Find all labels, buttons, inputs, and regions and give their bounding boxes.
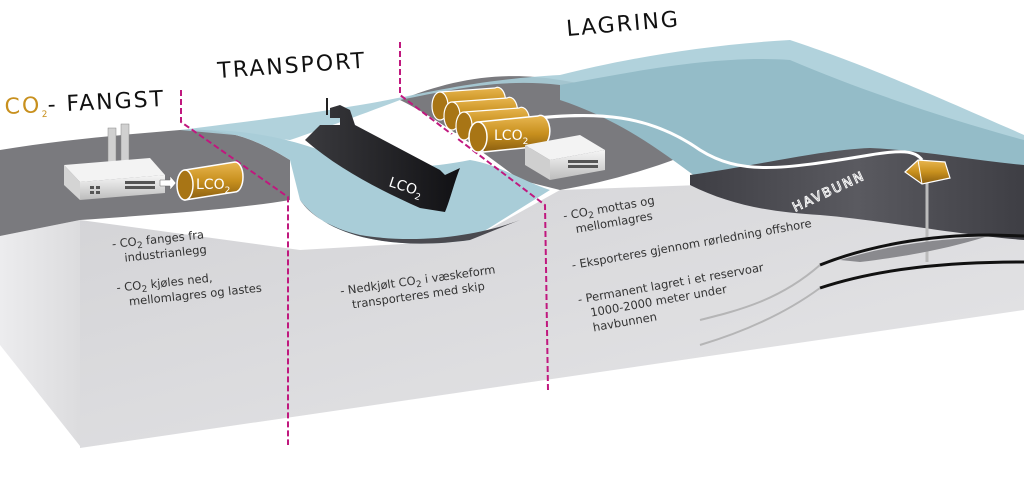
subsea-template-icon — [904, 159, 951, 185]
pipeline — [519, 113, 924, 169]
title-lagring: LAGRING — [565, 7, 681, 42]
storage-building-icon — [525, 135, 605, 180]
sea-water-left — [180, 129, 550, 244]
factory-icon — [64, 123, 177, 200]
reservoir-fade-top — [699, 264, 821, 321]
title-fangst: - FANGST — [47, 87, 166, 118]
reservoir-fill — [840, 237, 985, 262]
title-co2: CO2 — [4, 93, 50, 122]
title-transport: TRANSPORT — [216, 49, 367, 84]
block-left-side — [0, 220, 80, 446]
reservoir-layer-bottom — [819, 260, 1024, 290]
fangst-bullet-1-line1: - CO2 fanges fra — [111, 227, 205, 254]
reservoir-layer-top — [819, 233, 1024, 267]
fangst-bullet-2-line1: - CO2 kjøles ned, — [116, 271, 214, 298]
lco2-label-lagring: LCO2 — [494, 128, 528, 147]
lco2-tanks-lagring: LCO2 — [431, 86, 551, 153]
block-front-side — [80, 180, 1024, 448]
lco2-label-fangst: LCO2 — [196, 177, 230, 196]
sea-water-right — [560, 59, 1024, 180]
ship-icon: LCO2 — [305, 98, 460, 212]
reservoir-fade-bottom — [699, 287, 821, 346]
lco2-tank-fangst: LCO2 — [176, 161, 244, 201]
